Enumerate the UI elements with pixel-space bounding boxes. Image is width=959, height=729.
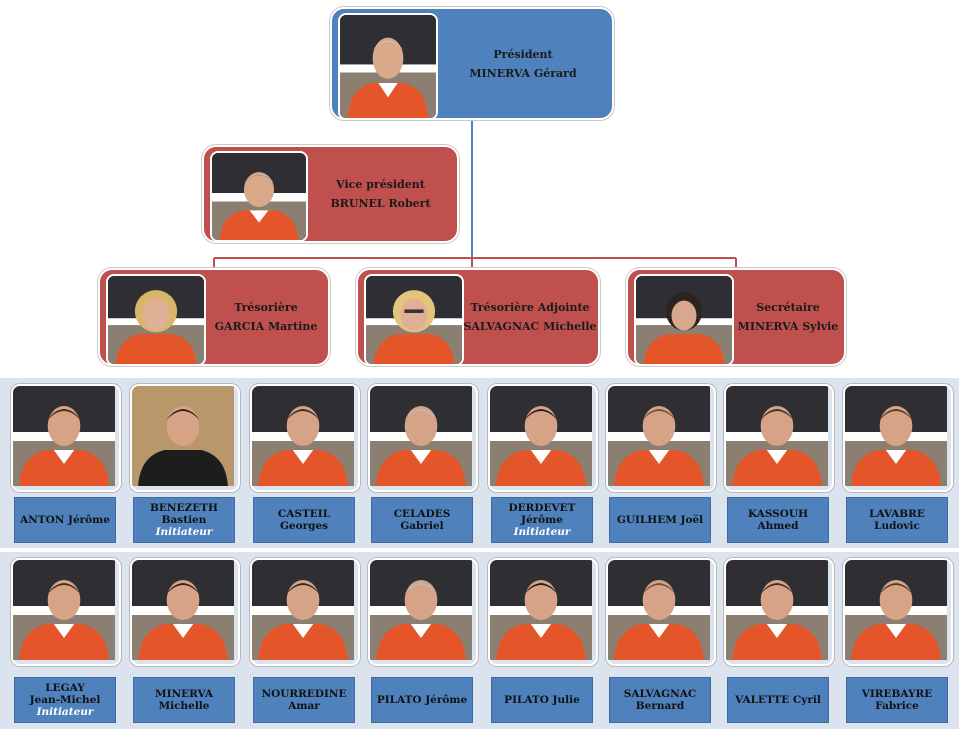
member-name-line: VALETTE Cyril [735,694,821,706]
member-name-line: Ludovic [874,520,920,532]
assistant-treasurer-photo [364,274,464,366]
officer-role: Secrétaire [756,301,820,314]
president-name: MINERVA Gérard [469,66,577,80]
member-photo [843,558,953,666]
member-name-line: VIREBAYRE [861,688,933,700]
member-name-line: Jérôme [521,514,563,526]
member-name-line: Bastien [161,514,207,526]
president-role: Président [493,47,553,61]
member-name-line: Bernard [635,700,685,712]
member-photo [488,558,598,666]
member-name-line: Fabrice [875,700,919,712]
member-photo [368,558,478,666]
officer-role: Trésorière [234,301,298,314]
member-name-line: CELADES [393,508,451,520]
member-name-line: Georges [279,520,329,532]
member-name-line: ANTON Jérôme [20,514,110,526]
member-name-line: LEGAY [45,682,85,694]
member-name-line: KASSOUH [747,508,808,520]
officer-role: Trésorière Adjointe [470,301,590,314]
treasurer-photo [106,274,206,366]
officer-name: GARCIA Martine [214,320,318,333]
member-name-label: PILATO Julie [491,677,593,723]
member-photo [843,384,953,492]
member-name-label: PILATO Jérôme [371,677,473,723]
member-name-line: PILATO Jérôme [376,694,468,706]
member-name-label: GUILHEM Joël [609,497,711,543]
member-role-tag: Initiateur [36,706,94,718]
member-photo [11,558,121,666]
officer-box-treasurer: Trésorière GARCIA Martine [98,268,330,366]
member-photo [130,384,240,492]
vice-president-role: Vice président [336,178,425,191]
member-photo [724,558,834,666]
member-photo [606,384,716,492]
president-box: Président MINERVA Gérard [330,7,614,120]
member-name-line: DERDEVET [508,502,576,514]
member-photo [488,384,598,492]
member-name-line: MINERVA [155,688,213,700]
secretary-photo [634,274,734,366]
member-name-label: VALETTE Cyril [727,677,829,723]
member-name-line: GUILHEM Joël [616,514,704,526]
officer-name: MINERVA Sylvie [737,320,839,333]
member-name-label: ANTON Jérôme [14,497,116,543]
member-name-line: BENEZETH [150,502,218,514]
vice-president-name: BRUNEL Robert [330,197,431,210]
member-photo [250,384,360,492]
member-name-line: LAVABRE [869,508,925,520]
president-photo [338,13,438,120]
member-photo [250,558,360,666]
member-name-line: Jean-Michel [29,694,101,706]
member-name-line: CASTEIL [277,508,331,520]
officer-name: SALVAGNAC Michelle [463,320,597,333]
member-role-tag: Initiateur [155,526,213,538]
member-role-tag: Initiateur [513,526,571,538]
member-name-line: Gabriel [400,520,444,532]
member-name-line: Ahmed [757,520,799,532]
member-photo [11,384,121,492]
member-name-line: Michelle [158,700,210,712]
vice-president-box: Vice président BRUNEL Robert [202,145,459,243]
member-name-line: SALVAGNAC [623,688,697,700]
member-photo [368,384,478,492]
member-photo [724,384,834,492]
officer-box-secretary: Secrétaire MINERVA Sylvie [626,268,846,366]
officer-box-assistant-treasurer: Trésorière Adjointe SALVAGNAC Michelle [356,268,600,366]
member-name-line: PILATO Julie [504,694,580,706]
vice-president-photo [210,151,308,242]
member-name-line: Amar [288,700,320,712]
member-photo [130,558,240,666]
member-photo [606,558,716,666]
member-name-line: NOURREDINE [261,688,347,700]
